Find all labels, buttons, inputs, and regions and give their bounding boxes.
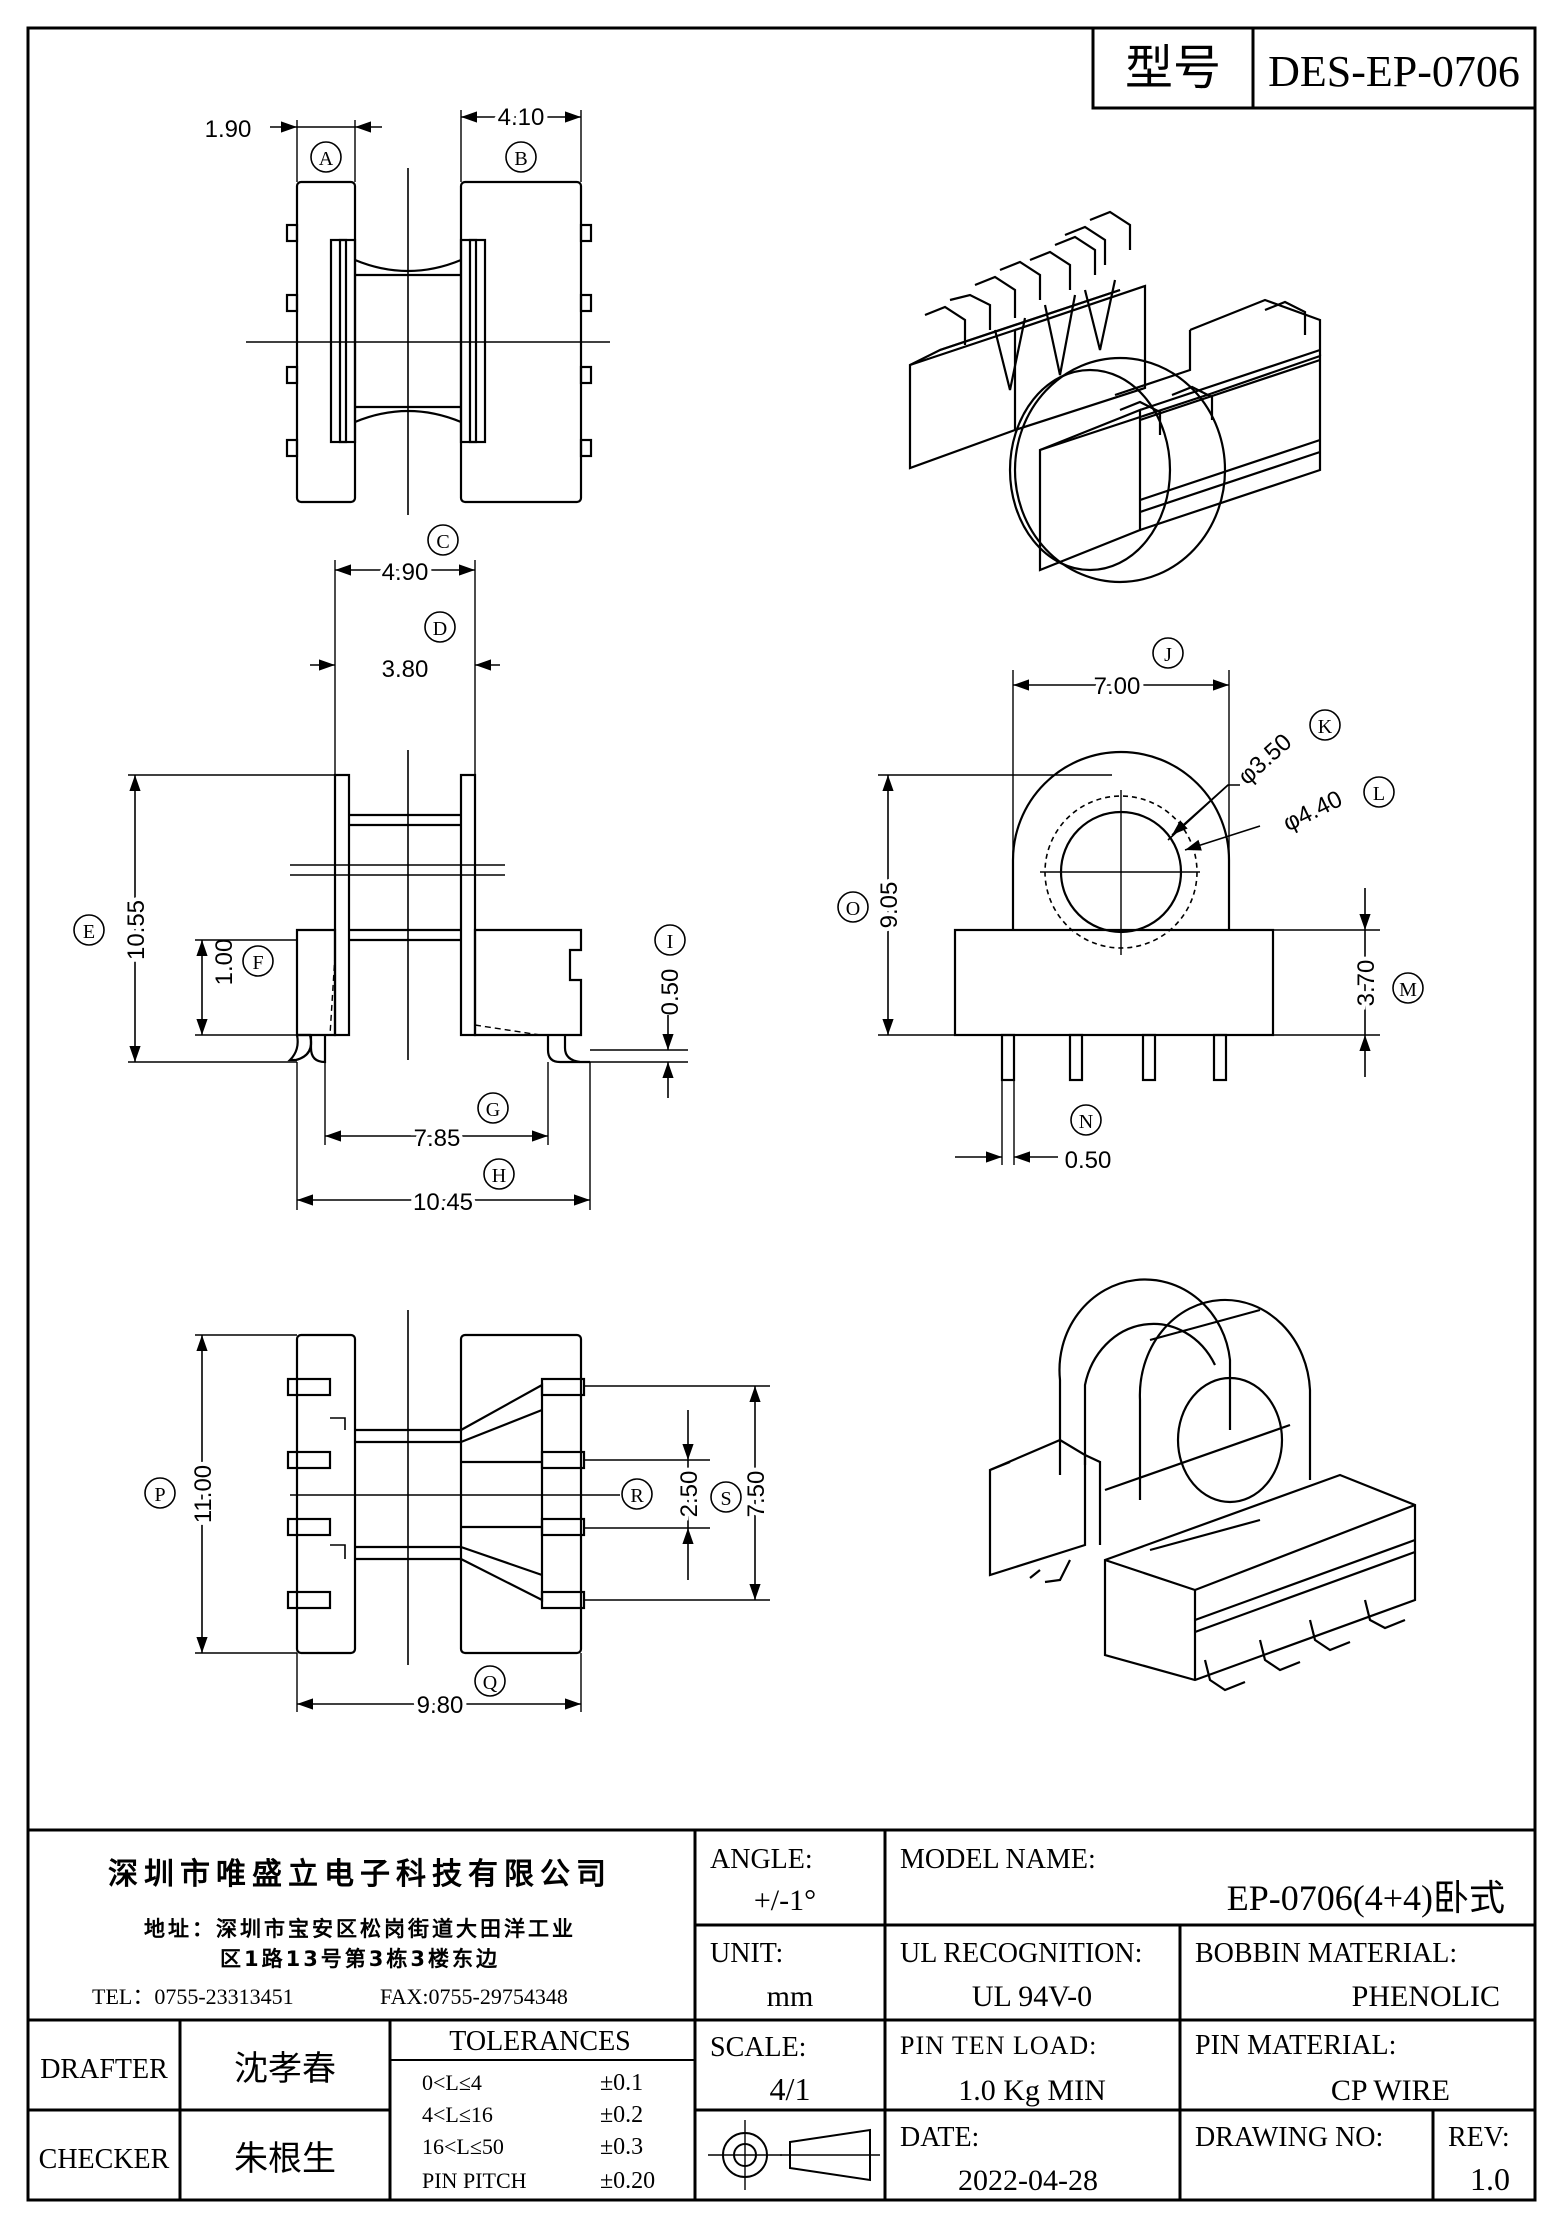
- angle-value: +/-1°: [754, 1884, 816, 1917]
- dim-k-value: φ3.50: [1233, 729, 1297, 791]
- front-view: [73, 524, 688, 1210]
- tolerance-range-4: PIN PITCH: [422, 2168, 527, 2193]
- dim-f-tag: F: [252, 952, 263, 974]
- isometric-view-bottom: [988, 1278, 1417, 1692]
- type-box: 型号 DES-EP-0706: [1091, 26, 1537, 110]
- dim-h-tag: H: [492, 1165, 506, 1187]
- angle-label: ANGLE:: [710, 1844, 813, 1875]
- dim-q-value: 9.80: [417, 1692, 464, 1719]
- pin-material-label: PIN MATERIAL:: [1195, 2030, 1396, 2061]
- tolerance-value-1: ±0.1: [600, 2070, 643, 2096]
- dim-e-tag: E: [83, 921, 95, 943]
- tolerance-range-2: 4<L≤16: [422, 2102, 493, 2127]
- dim-s-tag: S: [720, 1488, 731, 1510]
- dim-c-value: 4.90: [382, 559, 429, 586]
- unit-value: mm: [767, 1980, 814, 2013]
- sheet-border: [26, 26, 1537, 2202]
- dim-l-tag: L: [1373, 783, 1385, 805]
- dim-p-value: 11.00: [190, 1465, 217, 1523]
- dim-o-value: 9.05: [876, 882, 903, 929]
- bobbin-value: PHENOLIC: [1352, 1980, 1500, 2013]
- scale-label: SCALE:: [710, 2032, 806, 2063]
- drawing-code: DES-EP-0706: [1268, 47, 1520, 96]
- dim-f-value: 1.00: [211, 939, 238, 986]
- tolerance-value-2: ±0.2: [600, 2102, 643, 2128]
- tolerances-label: TOLERANCES: [449, 2026, 631, 2057]
- dim-k-tag: K: [1318, 716, 1333, 738]
- checker-name: 朱根生: [234, 2139, 336, 2179]
- dim-n-value: 0.50: [1065, 1147, 1112, 1174]
- dim-c-tag: C: [436, 531, 449, 553]
- top-view: [246, 110, 610, 515]
- pin-material-value: CP WIRE: [1331, 2074, 1450, 2107]
- dim-g-tag: G: [486, 1099, 500, 1121]
- bottom-view: [144, 1310, 770, 1712]
- dim-m-value: 3.70: [1353, 960, 1380, 1007]
- dim-e-value: 10.55: [123, 900, 150, 960]
- dim-q-tag: Q: [483, 1672, 498, 1694]
- pin-load-label: PIN TEN LOAD:: [900, 2031, 1097, 2060]
- dim-m-tag: M: [1399, 979, 1417, 1001]
- isometric-view-top: [908, 210, 1322, 584]
- dim-a-tag: A: [319, 148, 334, 170]
- tolerance-range-3: 16<L≤50: [422, 2134, 504, 2159]
- rev-label: REV:: [1448, 2122, 1510, 2153]
- unit-label: UNIT:: [710, 1938, 783, 1969]
- dim-r-value: 2.50: [676, 1471, 703, 1518]
- drafter-name: 沈孝春: [234, 2049, 336, 2089]
- company-name: 深圳市唯盛立电子科技有限公司: [108, 1857, 612, 1892]
- dim-l-value: φ4.40: [1279, 785, 1347, 837]
- dim-n-tag: N: [1079, 1111, 1093, 1133]
- dim-i-value: 0.50: [657, 969, 684, 1016]
- dim-g-value: 7.85: [414, 1125, 461, 1152]
- dim-j-value: 7.00: [1094, 673, 1141, 700]
- checker-label: CHECKER: [39, 2144, 170, 2175]
- bobbin-label: BOBBIN MATERIAL:: [1195, 1938, 1457, 1969]
- tolerance-value-4: ±0.20: [600, 2168, 655, 2194]
- address-line1: 地址：深圳市宝安区松岗街道大田洋工业: [144, 1917, 576, 1941]
- dim-d-tag: D: [433, 618, 447, 640]
- tolerance-value-3: ±0.3: [600, 2134, 643, 2160]
- dim-b-value: 4.10: [498, 104, 545, 131]
- fax: FAX:0755-29754348: [380, 1984, 568, 2009]
- model-label: MODEL NAME:: [900, 1844, 1096, 1875]
- title-block: [28, 1828, 1535, 2200]
- tolerance-range-1: 0<L≤4: [422, 2070, 482, 2095]
- dim-a-value: 1.90: [205, 116, 252, 143]
- drafter-label: DRAFTER: [40, 2054, 168, 2085]
- dim-o-tag: O: [846, 898, 860, 920]
- dim-d-value: 3.80: [382, 656, 429, 683]
- dim-b-tag: B: [514, 148, 527, 170]
- date-value: 2022-04-28: [958, 2164, 1098, 2197]
- rev-value: 1.0: [1470, 2161, 1510, 2197]
- ul-value: UL 94V-0: [972, 1980, 1092, 2013]
- dim-i-tag: I: [667, 931, 674, 953]
- dim-h-value: 10.45: [413, 1189, 473, 1216]
- tel: TEL：0755-23313451: [92, 1984, 294, 2009]
- scale-value: 4/1: [770, 2071, 811, 2107]
- drawing-no-label: DRAWING NO:: [1195, 2122, 1383, 2153]
- dim-s-value: 7.50: [743, 1471, 770, 1518]
- date-label: DATE:: [900, 2122, 979, 2153]
- ul-label: UL RECOGNITION:: [900, 1938, 1142, 1969]
- side-view: [837, 637, 1424, 1165]
- projection-symbol: [708, 2120, 880, 2190]
- dim-p-tag: P: [154, 1484, 165, 1506]
- model-value: EP-0706(4+4)卧式: [1227, 1878, 1505, 1918]
- dim-j-tag: J: [1164, 644, 1172, 666]
- dim-r-tag: R: [630, 1485, 644, 1507]
- pin-load-value: 1.0 Kg MIN: [958, 2074, 1106, 2107]
- address-line2: 区1路13号第3栋3楼东边: [220, 1947, 500, 1971]
- type-label: 型号: [1125, 40, 1221, 96]
